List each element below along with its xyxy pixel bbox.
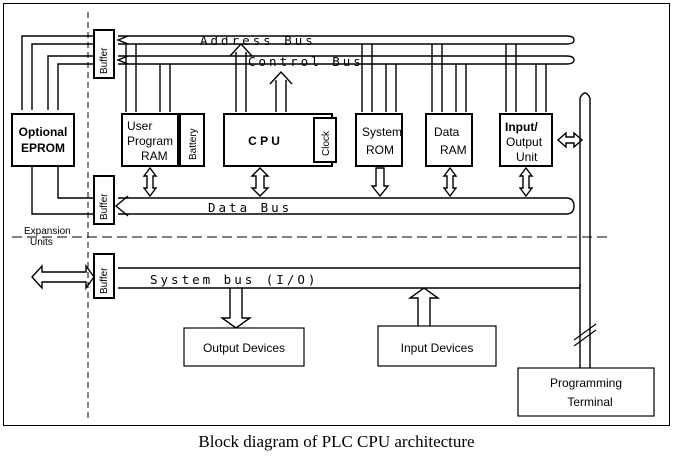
system-bus-label: System bus (I/O) — [150, 272, 318, 287]
optional-eprom-line1: Optional — [19, 125, 68, 139]
diagram-frame — [3, 3, 670, 426]
eprom-data-link — [31, 166, 94, 215]
input-arrow — [407, 287, 441, 326]
eprom-bus-links — [21, 35, 94, 110]
data-bus-label: Data Bus — [208, 200, 292, 215]
programming-link — [579, 98, 591, 370]
programming-terminal-block — [517, 367, 655, 417]
expansion-link — [31, 263, 95, 291]
system-rom-line2: ROM — [366, 143, 394, 157]
battery-block — [179, 113, 205, 167]
address-bus: Address Bus — [116, 33, 575, 48]
optional-eprom-block — [11, 113, 75, 167]
output-devices-label: Output Devices — [203, 341, 285, 355]
io-terminal-link — [556, 131, 584, 149]
data-ram-line2: RAM — [440, 143, 467, 157]
data-ram-block — [425, 113, 473, 167]
output-devices-block — [183, 327, 305, 367]
clock-label: Clock — [321, 130, 332, 156]
io-unit-line3: Unit — [516, 150, 538, 164]
system-bus: System bus (I/O) — [118, 267, 581, 289]
user-program-ram-line2: Program — [127, 134, 173, 148]
io-unit-line2: Output — [506, 135, 543, 149]
buffer-top-label: Buffer — [99, 47, 110, 74]
user-program-ram-line3: RAM — [141, 149, 168, 163]
buffer-top — [93, 29, 115, 79]
buffer-bottom-label: Buffer — [99, 267, 110, 294]
bus-drops — [125, 42, 547, 112]
buffer-middle — [93, 175, 115, 225]
expansion-units-line1: Expansion — [24, 226, 71, 237]
control-bus-label: Control Bus — [248, 54, 364, 69]
figure-caption: Block diagram of PLC CPU architecture — [198, 432, 475, 451]
data-ram-line1: Data — [434, 125, 460, 139]
programming-terminal-line1: Programming — [550, 376, 622, 390]
expansion-units-line2: Units — [30, 237, 53, 248]
io-unit-line1: Input/ — [505, 120, 538, 134]
user-program-ram-block — [121, 113, 179, 167]
data-bus: Data Bus — [114, 195, 575, 217]
cpu-label: C P U — [248, 134, 280, 148]
programming-terminal-line2: Terminal — [567, 395, 612, 409]
system-rom-line1: System — [362, 125, 402, 139]
input-devices-block — [377, 325, 497, 367]
control-bus: Control Bus — [116, 54, 575, 69]
plc-block-diagram: Address Bus Control Bus Buffer Optional … — [11, 12, 655, 420]
io-unit-block — [499, 113, 553, 167]
system-rom-block — [355, 113, 403, 167]
user-program-ram-line1: User — [127, 119, 152, 133]
buffer-middle-label: Buffer — [99, 193, 110, 220]
clock-block — [313, 117, 337, 163]
input-devices-label: Input Devices — [401, 341, 474, 355]
address-bus-label: Address Bus — [200, 33, 316, 48]
data-bus-links — [142, 166, 534, 198]
battery-label: Battery — [188, 128, 199, 160]
output-arrow — [219, 288, 253, 329]
optional-eprom-line2: EPROM — [21, 141, 65, 155]
